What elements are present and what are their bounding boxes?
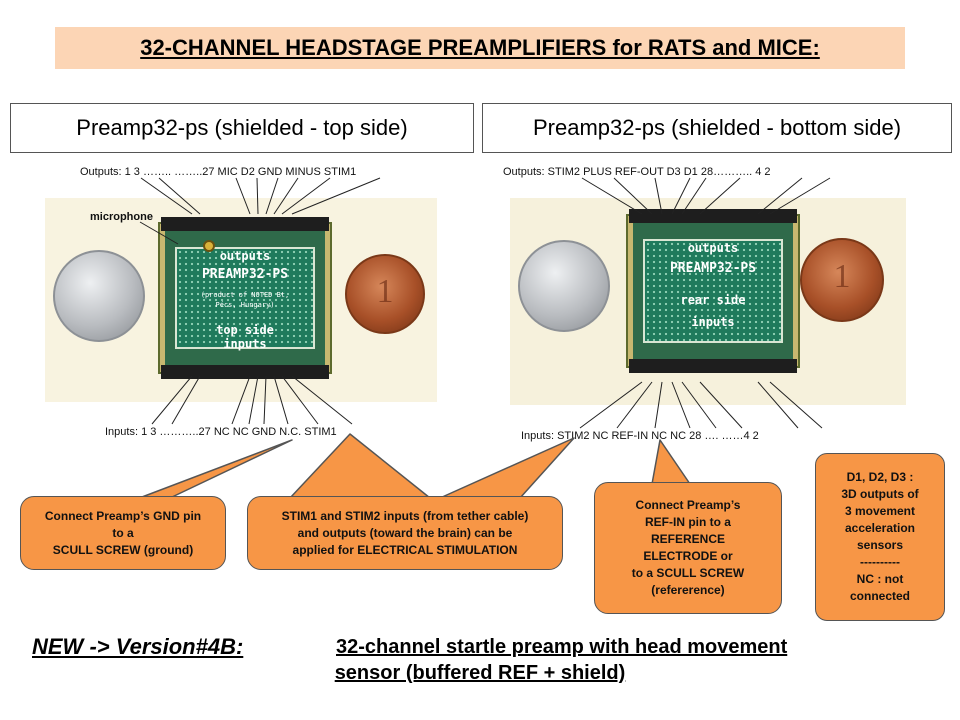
right-preamp-board: outputs PREAMP32-PS rear side inputs xyxy=(628,209,798,373)
footer-line-2: sensor (buffered REF + shield) xyxy=(334,662,626,684)
left-photo: 1 outputs PREAMP32-PS (product of NOTED … xyxy=(45,198,437,402)
right-inputs-row: Inputs: STIM2 NC REF-IN NC NC 28 …. ……4 … xyxy=(521,430,759,442)
sensors-callout: D1, D2, D3 : 3D outputs of 3 movement ac… xyxy=(815,453,945,621)
title-banner: 32-CHANNEL HEADSTAGE PREAMPLIFIERS for R… xyxy=(55,27,905,69)
right-panel-label: Preamp32-ps (shielded - bottom side) xyxy=(482,103,952,153)
stim-callout-text: STIM1 and STIM2 inputs (from tether cabl… xyxy=(281,508,529,557)
pcb-name: PREAMP32-PS xyxy=(669,261,757,276)
euro-cent-coin-icon: 1 xyxy=(800,238,884,322)
pcb-name: PREAMP32-PS xyxy=(201,267,289,282)
pcb-outputs-label: outputs xyxy=(687,241,739,255)
pcb-side-label: rear side xyxy=(680,293,746,307)
left-preamp-board: outputs PREAMP32-PS (product of NOTED Bt… xyxy=(160,217,330,379)
footer-lead: NEW -> Version#4B: xyxy=(32,634,244,659)
stim2-callout-tail xyxy=(439,437,575,499)
bottom-connector xyxy=(161,365,329,379)
ref-callout-tail xyxy=(651,439,691,485)
stim-callout: STIM1 and STIM2 inputs (from tether cabl… xyxy=(247,496,563,570)
left-outputs-row: Outputs: 1 3 …….. ……..27 MIC D2 GND MINU… xyxy=(80,166,357,178)
sensors-callout-text: D1, D2, D3 : 3D outputs of 3 movement ac… xyxy=(841,470,919,603)
dime-coin-icon xyxy=(518,240,610,332)
pcb-credit-1: (product of NOTED Bt, xyxy=(200,291,290,299)
ref-callout: Connect Preamp’s REF-IN pin to a REFEREN… xyxy=(594,482,782,614)
page-title: 32-CHANNEL HEADSTAGE PREAMPLIFIERS for R… xyxy=(140,35,820,60)
dime-coin-icon xyxy=(53,250,145,342)
gnd-callout-text: Connect Preamp’s GND pin to a SCULL SCRE… xyxy=(44,508,202,557)
left-inputs-row: Inputs: 1 3 ………..27 NC NC GND N.C. STIM1 xyxy=(105,426,337,438)
microphone-label: microphone xyxy=(90,211,153,223)
pcb-credit-2: Pécs, Hungary) xyxy=(215,301,275,309)
pcb-outputs-label: outputs xyxy=(219,249,271,263)
right-photo: 1 outputs PREAMP32-PS rear side inputs xyxy=(510,198,906,405)
pcb: outputs PREAMP32-PS (product of NOTED Bt… xyxy=(175,247,315,351)
gnd-callout: Connect Preamp’s GND pin to a SCULL SCRE… xyxy=(20,496,226,570)
top-connector xyxy=(629,209,797,223)
pcb-side-label: top side xyxy=(216,323,274,337)
pcb-inputs-label: inputs xyxy=(223,337,267,351)
euro-cent-coin-icon: 1 xyxy=(345,254,425,334)
ref-callout-text: Connect Preamp’s REF-IN pin to a REFEREN… xyxy=(631,498,745,597)
footer-line-1: 32-channel startle preamp with head move… xyxy=(336,636,788,658)
stim1-callout-tail xyxy=(289,433,431,499)
right-outputs-row: Outputs: STIM2 PLUS REF-OUT D3 D1 28……….… xyxy=(503,166,771,178)
microphone-icon xyxy=(203,240,215,252)
pcb: outputs PREAMP32-PS rear side inputs xyxy=(643,239,783,343)
left-panel-label: Preamp32-ps (shielded - top side) xyxy=(10,103,474,153)
pcb-inputs-label: inputs xyxy=(691,315,735,329)
bottom-connector xyxy=(629,359,797,373)
top-connector xyxy=(161,217,329,231)
gnd-callout-tail xyxy=(141,439,293,499)
